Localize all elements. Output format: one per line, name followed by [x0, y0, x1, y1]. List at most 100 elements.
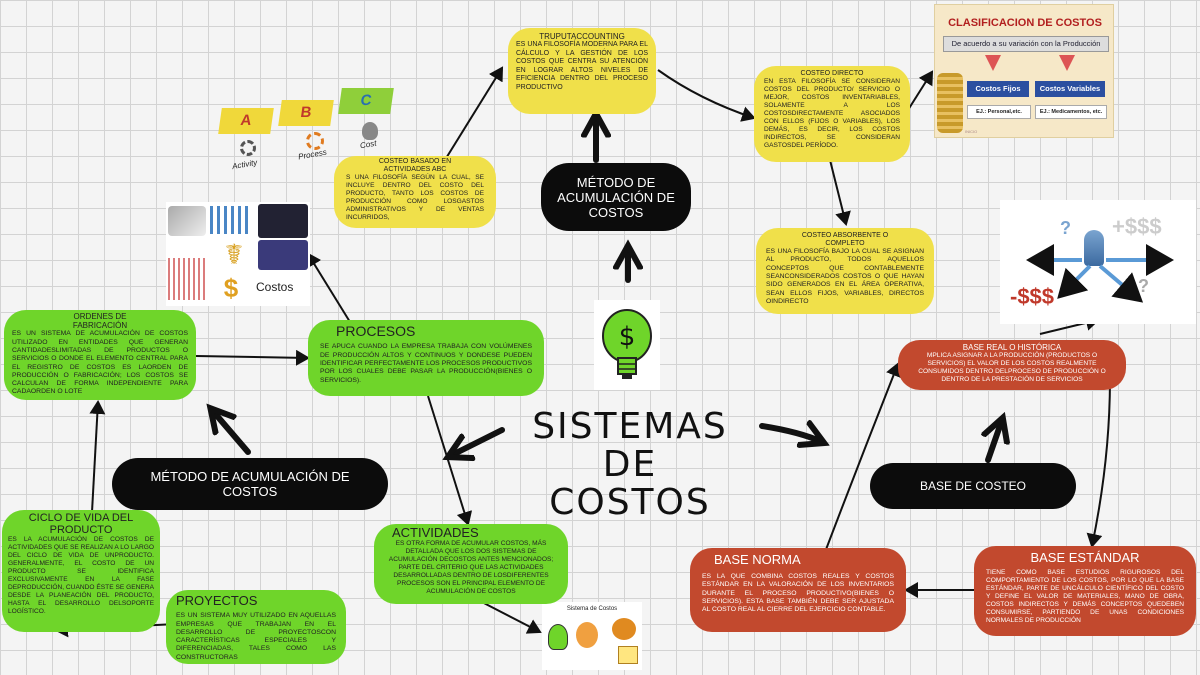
costos-image-caption: Costos: [256, 280, 294, 294]
actividades-node: ACTIVIDADES ES OTRA FORMA DE ACUMULAR CO…: [374, 524, 568, 604]
metodo-acumulacion-left: MÉTODO DE ACUMULACIÓN DE COSTOS: [112, 458, 388, 510]
down-arrow-right-icon: [1059, 55, 1075, 71]
plus-dollars-label: +$$$: [1112, 214, 1162, 239]
arrow-truput-to-directo: [657, 69, 756, 122]
abc-node: COSTEO BASADO EN ACTIVIDADES ABC S UNA F…: [334, 156, 496, 228]
ciclo-vida-title: CICLO DE VIDA DEL PRODUCTO: [28, 512, 134, 537]
base-costeo: BASE DE COSTEO: [870, 463, 1076, 509]
base-norma-node: BASE NORMA ES LA QUE COMBINA COSTOS REAL…: [690, 548, 906, 632]
lightbulb-icon: $: [602, 309, 652, 379]
clasificacion-title: CLASIFICACION DE COSTOS: [948, 17, 1102, 29]
metodo-acumulacion-top: MÉTODO DE ACUMULACIÓN DE COSTOS: [541, 163, 691, 231]
abc-letter-c: C: [359, 92, 373, 109]
costeo-absorbente-node: COSTEO ABSORBENTE O COMPLETO ES UNA FILO…: [756, 228, 934, 314]
arrow-ordenes-to-procesos: [195, 349, 310, 366]
abc-caption-process: Process: [297, 147, 328, 162]
abc-caption-cost: Cost: [359, 138, 378, 151]
actividades-title: ACTIVIDADES: [392, 525, 479, 540]
procesos-node: PROCESOS SE APUCA CUANDO LA EMPRESA TRAB…: [308, 320, 544, 396]
arrow-real-to-estandar: [1086, 377, 1111, 548]
costeo-absorbente-title: COSTEO ABSORBENTE O COMPLETO: [801, 232, 889, 248]
arrow-procesos-to-costos-img: [306, 252, 351, 323]
dollar-sign: $: [619, 322, 636, 352]
abc-caption-activity: Activity: [231, 157, 258, 172]
clasificacion-footer: INICIO: [965, 129, 978, 134]
trend-chart-icon: [168, 258, 208, 300]
minus-dollars-label: -$$$: [1010, 284, 1055, 309]
base-norma-title: BASE NORMA: [714, 552, 801, 567]
arrow-truput-to-abc: [439, 66, 504, 169]
ciclo-vida-node: CICLO DE VIDA DEL PRODUCTO ES LA ACUMULA…: [2, 510, 160, 632]
ordenes-body: ES UN SISTEMA DE ACUMULACIÓN DE COSTOS U…: [12, 330, 188, 396]
calculator-icon: [168, 206, 206, 236]
proyectos-node: PROYECTOS ES UN SISTEMA MUY UTILIZADO EN…: [166, 590, 346, 664]
costos-image-collage: ☤ $ Costos: [166, 202, 310, 306]
abc-letter-b: B: [299, 104, 313, 121]
abc-card-c: C: [338, 88, 394, 114]
arrow-ciclo-to-ordenes: [89, 400, 106, 513]
dollar-bulb-image: $: [594, 300, 660, 390]
metodo-acumulacion-left-label: MÉTODO DE ACUMULACIÓN DE COSTOS: [150, 469, 350, 499]
base-real-node: BASE REAL O HISTÓRICA MPLICA ASIGNAR A L…: [898, 340, 1126, 390]
costeo-directo-node: COSTEO DIRECTO EN ESTA FILOSOFÍA SE CONS…: [754, 66, 910, 162]
proyectos-title: PROYECTOS: [176, 593, 258, 608]
abc-card-a: A: [218, 108, 274, 134]
costos-fijos-label: Costos Fijos: [967, 81, 1029, 97]
card-payment-icon: [258, 240, 308, 270]
abc-card-b: B: [278, 100, 334, 126]
arrow-base-norma-to-real: [821, 362, 902, 561]
sistema-image-title: Sistema de Costos: [566, 606, 618, 612]
abc-title: COSTEO BASADO EN ACTIVIDADES ABC: [378, 158, 452, 174]
arrow-directo-to-clasificacion: [907, 70, 934, 111]
money-concept-image: ? ? +$$$ -$$$: [1000, 200, 1196, 324]
clasificacion-costos-image: CLASIFICACION DE COSTOS De acuerdo a su …: [934, 4, 1114, 138]
procesos-title: PROCESOS: [336, 323, 416, 339]
money-bag-icon: [362, 122, 378, 140]
actividades-body: ES OTRA FORMA DE ACUMULAR COSTOS, MÁS DE…: [388, 540, 554, 596]
arrow-actividades-to-sistema-img: [477, 599, 542, 634]
costos-fijos-example: EJ.: Personal,etc.: [967, 105, 1031, 119]
document-icon: [576, 622, 598, 648]
costeo-directo-title: COSTEO DIRECTO: [800, 70, 864, 77]
ordenes-node: ORDENES DE FABRICACIÓN ES UN SISTEMA DE …: [4, 310, 196, 400]
base-norma-body: ES LA QUE COMBINA COSTOS REALES Y COSTOS…: [702, 573, 894, 614]
arrow-to-base-costeo: [759, 426, 822, 442]
clasificacion-subtitle: De acuerdo a su variación con la Producc…: [943, 36, 1109, 52]
ciclo-vida-body: ES LA ACUMULACIÓN DE COSTOS DE ACTIVIDAD…: [8, 536, 154, 616]
truput-body: ES UNA FILOSOFÍA MODERNA PARA EL CÁLCULO…: [516, 41, 648, 91]
money-stack-icon: [937, 73, 963, 133]
abc-activity-image: A B C Activity Process Cost: [218, 84, 404, 178]
arrow-procesos-to-actividades: [427, 395, 473, 526]
title-line-1: SISTEMAS: [532, 406, 728, 447]
bar-chart-icon: [210, 206, 252, 234]
base-estandar-body: TIENE COMO BASE ESTUDIOS RIGUROSOS DEL C…: [986, 569, 1184, 625]
caduceus-icon: ☤: [224, 239, 244, 270]
truput-title: TRUPUTACCOUNTING: [539, 32, 625, 41]
abc-body: S UNA FILOSOFÍA SEGÚN LA CUAL, SE INCLUY…: [346, 174, 484, 222]
ordenes-title: ORDENES DE FABRICACIÓN: [72, 312, 128, 331]
bulb-icon-small: [548, 624, 568, 650]
gear-icon: [240, 140, 256, 156]
gear-icon-2: [306, 132, 324, 150]
growth-chart-icon: [618, 646, 638, 664]
question-mark-icon: ?: [1060, 218, 1071, 238]
abc-letter-a: A: [239, 112, 253, 129]
arrow-directo-to-absorbente: [829, 159, 851, 226]
base-estandar-title: BASE ESTÁNDAR: [1030, 550, 1140, 565]
base-estandar-node: BASE ESTÁNDAR TIENE COMO BASE ESTUDIOS R…: [974, 546, 1196, 636]
title-line-3: COSTOS: [549, 481, 711, 523]
base-costeo-label: BASE DE COSTEO: [919, 479, 1027, 493]
title-line-2: DE: [602, 443, 658, 485]
arrow-to-procesos-center: [450, 427, 505, 456]
base-real-body: MPLICA ASIGNAR A LA PRODUCCIÓN (PRODUCTO…: [918, 352, 1106, 384]
question-mark-icon-2: ?: [1138, 276, 1149, 296]
costos-variables-example: EJ.: Medicamentos, etc.: [1035, 105, 1107, 119]
central-title: SISTEMAS DE COSTOS: [530, 408, 730, 521]
costeo-directo-body: EN ESTA FILOSOFÍA SE CONSIDERAN COSTOS D…: [764, 78, 900, 150]
costeo-absorbente-body: ES UNA FILOSOFÍA BAJO LA CUAL SE ASIGNAN…: [766, 248, 924, 305]
sistema-costos-image: Sistema de Costos: [542, 602, 642, 670]
truput-node: TRUPUTACCOUNTING ES UNA FILOSOFÍA MODERN…: [508, 28, 656, 114]
direction-arrows-icon: [1026, 244, 1174, 303]
handshake-icon: [258, 204, 308, 238]
